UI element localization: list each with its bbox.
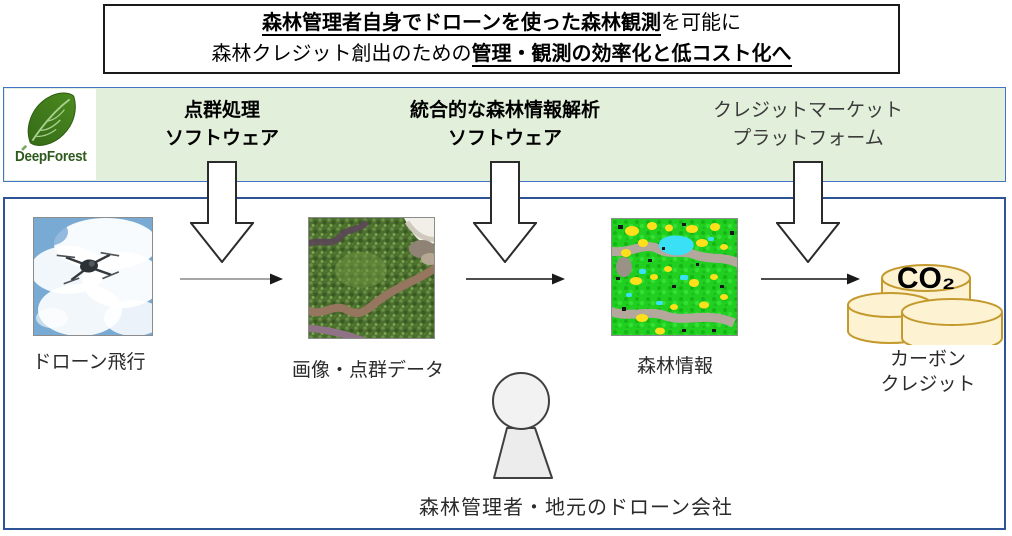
- forest-map-illustration: [612, 219, 737, 335]
- title-line-1: 森林管理者自身でドローンを使った森林観測を可能に: [262, 8, 741, 39]
- banner-label-1-line2: ソフトウェア: [164, 128, 279, 149]
- banner-label-3-line1: クレジットマーケット: [712, 100, 903, 121]
- drone-icon: [56, 251, 120, 285]
- banner-label-credit-market-platform: クレジットマーケット プラットフォーム: [683, 97, 933, 153]
- drone-photo-illustration: [34, 218, 152, 335]
- aerial-forest-photo: [308, 217, 435, 339]
- title-line1-emphasis: 森林管理者自身でドローンを使った森林観測: [262, 12, 661, 36]
- down-block-arrow-2: [473, 161, 537, 263]
- step-label-drone-flight: ドローン飛行: [32, 352, 146, 373]
- map-dark-specks: [616, 223, 734, 332]
- co2-text: CO₂: [897, 262, 955, 295]
- flow-arrow-3: [761, 273, 860, 285]
- map-yellow-patches: [621, 222, 728, 335]
- step-label-image-pointcloud-data: 画像・点群データ: [291, 360, 444, 381]
- drone-flying-photo: [33, 217, 153, 336]
- step-label-carbon-credit: カーボン クレジット: [843, 347, 1012, 397]
- flow-arrow-1: [180, 273, 283, 285]
- flow-arrow-2: [466, 273, 565, 285]
- title-line2-emphasis: 管理・観測の効率化と低コスト化へ: [471, 43, 792, 67]
- leaf-icon: [20, 92, 76, 151]
- operator-label: 森林管理者・地元のドローン会社: [419, 497, 733, 519]
- banner-label-1-line1: 点群処理: [183, 100, 260, 121]
- carbon-credit-line1: カーボン: [889, 349, 966, 370]
- map-water-patches: [626, 235, 714, 305]
- deepforest-logo: DeepForest: [5, 89, 96, 180]
- deepforest-logo-text: DeepForest: [14, 148, 87, 165]
- co2-credit-coins: CO₂: [847, 262, 1003, 345]
- banner-label-3-line2: プラットフォーム: [732, 128, 884, 149]
- banner-label-pointcloud-software: 点群処理 ソフトウェア: [127, 97, 317, 153]
- step-label-forest-info: 森林情報: [636, 356, 713, 377]
- workflow-box: CO₂ ドローン飛行 画像・点群データ 森林情報 カーボン クレジット 森: [3, 197, 1006, 530]
- aerial-photo-illustration: [309, 218, 434, 338]
- down-block-arrow-1: [190, 161, 254, 263]
- forest-classification-map: [611, 218, 738, 336]
- banner-label-forest-analysis-software: 統合的な森林情報解析 ソフトウェア: [380, 97, 630, 153]
- carbon-credit-line2: クレジット: [880, 374, 976, 395]
- title-line2-lead: 森林クレジット創出のための: [211, 43, 472, 65]
- person-icon: [492, 372, 553, 479]
- down-block-arrow-3: [776, 161, 840, 263]
- title-box: 森林管理者自身でドローンを使った森林観測を可能に 森林クレジット創出のための管理…: [103, 4, 900, 74]
- title-line1-rest: を可能に: [661, 12, 741, 34]
- banner-label-2-line1: 統合的な森林情報解析: [409, 100, 600, 121]
- banner-label-2-line2: ソフトウェア: [447, 128, 562, 149]
- title-line-2: 森林クレジット創出のための管理・観測の効率化と低コスト化へ: [212, 39, 792, 70]
